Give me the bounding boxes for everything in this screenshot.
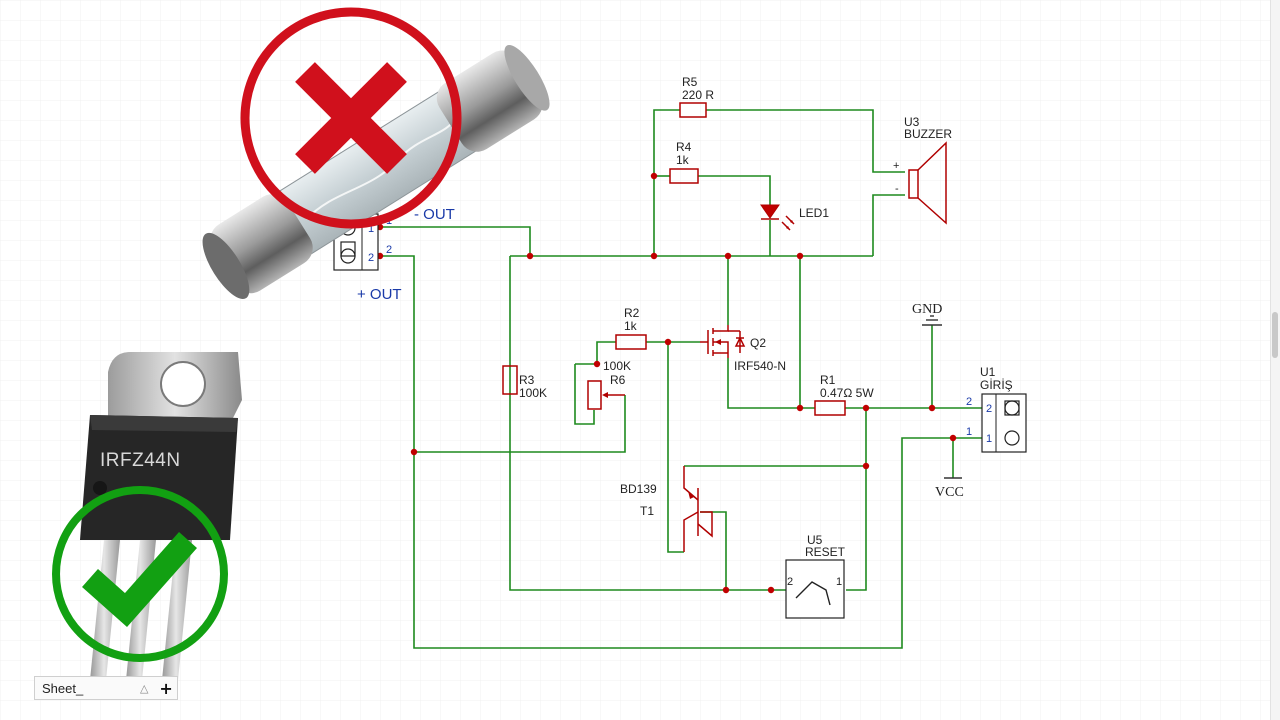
u1-value: GİRİŞ	[980, 378, 1013, 392]
vertical-scrollbar[interactable]	[1270, 0, 1280, 720]
wires	[380, 109, 985, 649]
output-pin2-label: 2	[368, 252, 374, 264]
u1-pin1-label: 1	[986, 433, 992, 445]
resistor-r1[interactable]: R1 0.47Ω 5W	[814, 373, 874, 416]
vcc-label: VCC	[935, 485, 964, 500]
r6-value: 100K	[603, 359, 631, 373]
ground-symbol: GND	[912, 302, 942, 326]
r3-value: 100K	[519, 386, 547, 400]
u5-pin2-label: 2	[787, 576, 793, 588]
output-pin1-label: 1	[368, 223, 374, 235]
u3-ref: U3	[904, 115, 920, 129]
r5-ref: R5	[682, 75, 698, 89]
reset-switch-u5[interactable]: 2 1 U5 RESET	[785, 533, 846, 619]
resistor-r3[interactable]: R3 100K	[502, 365, 547, 400]
buzzer-u3[interactable]: U3 BUZZER + -	[893, 115, 952, 225]
input-connector-u1[interactable]: 2 1 2 1 U1 GİRİŞ	[966, 365, 1027, 453]
mosfet-q2[interactable]: Q2 IRF540-N	[700, 325, 786, 373]
chip-marking-text: IRFZ44N	[100, 450, 181, 471]
buzzer-minus-label: -	[895, 183, 899, 195]
r5-value: 220 R	[682, 88, 714, 102]
r6-ref: R6	[610, 373, 626, 387]
led1-label: LED1	[799, 206, 829, 220]
net-label-out-plus: + OUT	[357, 286, 402, 303]
scrollbar-thumb[interactable]	[1272, 312, 1278, 358]
buzzer-plus-label: +	[893, 160, 899, 172]
u5-ref: U5	[807, 533, 823, 547]
u1-ref: U1	[980, 365, 996, 379]
q2-ref: Q2	[750, 336, 766, 350]
sheet-tab[interactable]: Sheet_ △ +	[34, 676, 178, 700]
r2-ref: R2	[624, 306, 640, 320]
resistor-r4[interactable]: R4 1k	[669, 140, 699, 184]
u5-value: RESET	[805, 545, 846, 559]
cross-icon	[240, 7, 462, 229]
junction-dots	[376, 172, 957, 594]
resistor-r5[interactable]: R5 220 R	[679, 75, 714, 118]
r1-ref: R1	[820, 373, 836, 387]
u1-pin2-label: 2	[986, 403, 992, 415]
output-pin2-num: 2	[386, 244, 392, 256]
r1-value: 0.47Ω 5W	[820, 386, 874, 400]
plus-icon[interactable]: +	[159, 678, 173, 698]
u1-pin2-num: 2	[966, 396, 972, 408]
q2-value: IRF540-N	[734, 359, 786, 373]
u5-pin1-label: 1	[836, 576, 842, 588]
sheet-tab-label[interactable]: Sheet_	[42, 680, 84, 696]
r4-value: 1k	[676, 153, 690, 167]
u1-pin1-num: 1	[966, 426, 972, 438]
t1-ref: T1	[640, 504, 654, 518]
u3-value: BUZZER	[904, 127, 952, 141]
potentiometer-r6[interactable]: 100K R6	[587, 359, 631, 410]
check-icon	[52, 486, 228, 662]
t1-value: BD139	[620, 482, 657, 496]
led-led1[interactable]: LED1	[760, 204, 829, 231]
vcc-symbol: VCC	[935, 477, 964, 500]
transistor-t1[interactable]: BD139 T1	[620, 466, 713, 552]
r4-ref: R4	[676, 140, 692, 154]
gnd-label: GND	[912, 302, 942, 317]
net-label-out-minus: - OUT	[414, 206, 455, 223]
chevron-up-icon[interactable]: △	[140, 681, 149, 695]
r2-value: 1k	[624, 319, 638, 333]
r3-ref: R3	[519, 373, 535, 387]
resistor-r2[interactable]: R2 1k	[615, 306, 647, 350]
